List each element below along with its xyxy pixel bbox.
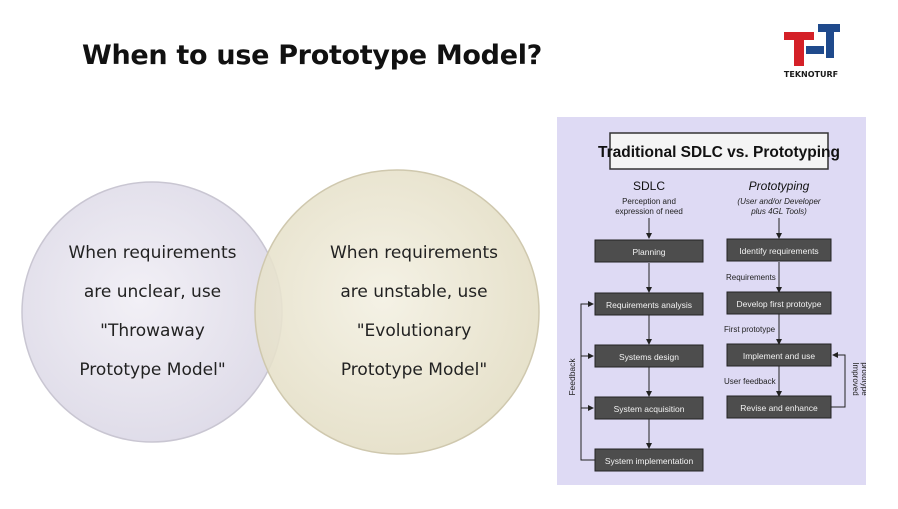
left-circle-line: Prototype Model" <box>79 360 226 380</box>
left-circle-line: are unclear, use <box>83 282 222 302</box>
left-circle-text: When requirements are unclear, use "Thro… <box>40 234 265 390</box>
sdlc-note: expression of need <box>615 207 683 216</box>
slide-title: When to use Prototype Model? <box>82 40 543 71</box>
prototyping-note: plus 4GL Tools) <box>750 207 807 216</box>
right-circle-text: When requirements are unstable, use "Evo… <box>300 234 528 390</box>
logo-mark-icon <box>784 24 840 66</box>
svg-text:Requirements analysis: Requirements analysis <box>606 300 692 310</box>
right-circle-line: When requirements <box>330 243 498 263</box>
svg-text:Revise and enhance: Revise and enhance <box>740 403 818 413</box>
figure-title: Traditional SDLC vs. Prototyping <box>598 144 840 161</box>
left-circle-line: When requirements <box>68 243 237 263</box>
sdlc-step: System acquisition <box>594 396 704 420</box>
prototyping-heading: Prototyping <box>749 179 810 193</box>
svg-text:Implement and use: Implement and use <box>743 351 816 361</box>
sdlc-step: Requirements analysis <box>594 292 704 316</box>
svg-text:Planning: Planning <box>632 247 665 257</box>
svg-text:System implementation: System implementation <box>605 456 694 466</box>
venn-diagram <box>21 169 540 455</box>
sdlc-step: Systems design <box>594 344 704 368</box>
prototyping-arrow-label: User feedback <box>724 377 777 386</box>
sdlc-heading: SDLC <box>633 179 665 193</box>
prototyping-step: Implement and use <box>726 343 832 367</box>
right-circle <box>254 169 540 455</box>
right-circle-line: are unstable, use <box>340 282 488 302</box>
improved-prototype-label: prototype <box>860 362 866 396</box>
right-circle-line: Prototype Model" <box>340 360 488 380</box>
prototyping-step: Revise and enhance <box>726 395 832 419</box>
sdlc-vs-prototyping-figure: Traditional SDLC vs. Prototyping SDLC Pe… <box>557 117 866 485</box>
svg-text:Develop first prototype: Develop first prototype <box>736 299 821 309</box>
logo-text: TEKNOTURF <box>783 70 839 79</box>
left-circle-line: "Throwaway <box>100 321 205 341</box>
sdlc-step: System implementation <box>594 448 704 472</box>
right-circle-line: "Evolutionary <box>356 321 472 341</box>
svg-text:Identify requirements: Identify requirements <box>739 246 818 256</box>
teknoturf-logo: TEKNOTURF <box>778 20 844 90</box>
prototyping-arrow-label: Requirements <box>726 273 776 282</box>
prototyping-step: Develop first prototype <box>726 291 832 315</box>
sdlc-note: Perception and <box>622 197 676 206</box>
feedback-label: Feedback <box>567 358 577 396</box>
svg-text:System acquisition: System acquisition <box>614 404 685 414</box>
sdlc-step: Planning <box>594 239 704 263</box>
prototyping-step: Identify requirements <box>726 238 832 262</box>
prototyping-note: (User and/or Developer <box>737 197 820 206</box>
figure-title-box <box>609 132 829 170</box>
improved-prototype-label: Improved <box>851 362 860 395</box>
svg-text:Systems design: Systems design <box>619 352 679 362</box>
prototyping-arrow-label: First prototype <box>724 325 776 334</box>
